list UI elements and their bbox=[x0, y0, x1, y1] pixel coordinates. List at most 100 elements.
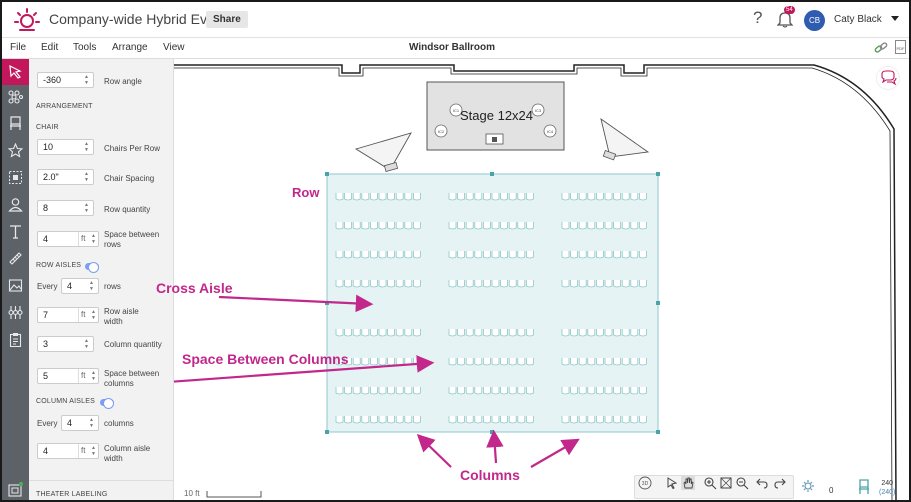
chair[interactable] bbox=[491, 387, 500, 395]
chair[interactable] bbox=[387, 358, 395, 366]
chair[interactable] bbox=[639, 329, 647, 337]
chair[interactable] bbox=[404, 387, 413, 395]
chair[interactable] bbox=[639, 280, 647, 288]
chair[interactable] bbox=[561, 416, 570, 424]
chair[interactable] bbox=[370, 358, 378, 366]
chair[interactable] bbox=[457, 251, 465, 259]
chair[interactable] bbox=[613, 358, 621, 366]
chair[interactable] bbox=[387, 329, 395, 337]
chair[interactable] bbox=[613, 416, 621, 424]
zoom-out-icon[interactable] bbox=[735, 476, 749, 490]
chair[interactable] bbox=[491, 280, 500, 288]
chair[interactable] bbox=[578, 387, 587, 395]
settings-gear-icon[interactable] bbox=[801, 479, 815, 493]
chair[interactable] bbox=[344, 416, 352, 424]
chair[interactable] bbox=[465, 222, 474, 230]
chair[interactable] bbox=[508, 329, 517, 337]
chair[interactable] bbox=[404, 193, 413, 201]
chair[interactable] bbox=[483, 222, 491, 230]
chair[interactable] bbox=[621, 222, 630, 230]
clipboard-tool[interactable] bbox=[2, 327, 29, 353]
menu-tools[interactable]: Tools bbox=[73, 42, 97, 53]
chair[interactable] bbox=[344, 251, 352, 259]
chair[interactable] bbox=[613, 222, 621, 230]
stage-mic[interactable] bbox=[531, 103, 545, 117]
chair[interactable] bbox=[517, 329, 526, 337]
chair[interactable] bbox=[387, 387, 395, 395]
chair[interactable] bbox=[587, 222, 596, 230]
chair[interactable] bbox=[517, 416, 526, 424]
chair[interactable] bbox=[370, 416, 378, 424]
chair[interactable] bbox=[413, 222, 421, 230]
group-tool[interactable] bbox=[2, 165, 29, 191]
chair[interactable] bbox=[352, 193, 361, 201]
chair[interactable] bbox=[604, 251, 613, 259]
chair[interactable] bbox=[335, 251, 344, 259]
pointer-icon[interactable] bbox=[665, 476, 679, 490]
stage-light-left[interactable] bbox=[354, 132, 412, 171]
chair[interactable] bbox=[596, 193, 604, 201]
chair[interactable] bbox=[596, 387, 604, 395]
chair[interactable] bbox=[639, 358, 647, 366]
chair[interactable] bbox=[483, 387, 491, 395]
chair[interactable] bbox=[378, 387, 387, 395]
pan-hand-icon[interactable] bbox=[681, 476, 695, 490]
chair[interactable] bbox=[395, 251, 404, 259]
chair[interactable] bbox=[500, 193, 508, 201]
chair[interactable] bbox=[508, 280, 517, 288]
chair[interactable] bbox=[395, 222, 404, 230]
chair[interactable] bbox=[474, 193, 483, 201]
redo-icon[interactable] bbox=[773, 476, 787, 490]
chair[interactable] bbox=[561, 280, 570, 288]
chair[interactable] bbox=[596, 280, 604, 288]
chair[interactable] bbox=[508, 193, 517, 201]
chair[interactable] bbox=[395, 280, 404, 288]
chair[interactable] bbox=[335, 222, 344, 230]
space-between-rows-input[interactable]: 4 ft▲▼ bbox=[37, 231, 99, 247]
chair[interactable] bbox=[570, 280, 578, 288]
chair[interactable] bbox=[587, 416, 596, 424]
chair[interactable] bbox=[404, 280, 413, 288]
chair[interactable] bbox=[474, 387, 483, 395]
chair[interactable] bbox=[370, 387, 378, 395]
column-aisles-every-input[interactable]: 4 ▲▼ bbox=[61, 415, 99, 431]
stage-mic[interactable] bbox=[449, 103, 463, 117]
chair[interactable] bbox=[526, 387, 534, 395]
chair[interactable] bbox=[570, 416, 578, 424]
chair[interactable] bbox=[491, 416, 500, 424]
stage-mic[interactable] bbox=[434, 124, 448, 138]
chair[interactable] bbox=[587, 387, 596, 395]
chair[interactable] bbox=[570, 251, 578, 259]
chair[interactable] bbox=[587, 251, 596, 259]
chair[interactable] bbox=[465, 387, 474, 395]
chairs-per-row-input[interactable]: 10 ▲▼ bbox=[37, 139, 94, 155]
chair-spacing-input[interactable]: 2.0" ▲▼ bbox=[37, 169, 94, 185]
chair[interactable] bbox=[491, 193, 500, 201]
chair[interactable] bbox=[578, 280, 587, 288]
chair[interactable] bbox=[344, 387, 352, 395]
chair[interactable] bbox=[352, 416, 361, 424]
chair[interactable] bbox=[483, 358, 491, 366]
chair[interactable] bbox=[465, 358, 474, 366]
chair[interactable] bbox=[561, 222, 570, 230]
chair[interactable] bbox=[604, 387, 613, 395]
row-aisle-width-input[interactable]: 7 ft▲▼ bbox=[37, 307, 99, 323]
zoom-in-icon[interactable] bbox=[703, 476, 717, 490]
comments-button[interactable] bbox=[876, 66, 900, 90]
chair[interactable] bbox=[395, 416, 404, 424]
chair[interactable] bbox=[621, 280, 630, 288]
chair[interactable] bbox=[474, 251, 483, 259]
chair[interactable] bbox=[448, 387, 457, 395]
chair[interactable] bbox=[413, 251, 421, 259]
chair[interactable] bbox=[370, 280, 378, 288]
chair[interactable] bbox=[361, 222, 370, 230]
chair[interactable] bbox=[596, 416, 604, 424]
undo-icon[interactable] bbox=[755, 476, 769, 490]
chair[interactable] bbox=[361, 251, 370, 259]
chair[interactable] bbox=[448, 251, 457, 259]
chair[interactable] bbox=[457, 193, 465, 201]
unit-select[interactable]: ft▲▼ bbox=[78, 232, 98, 246]
chair[interactable] bbox=[465, 280, 474, 288]
chair[interactable] bbox=[596, 222, 604, 230]
space-between-columns-input[interactable]: 5 ft▲▼ bbox=[37, 368, 99, 384]
